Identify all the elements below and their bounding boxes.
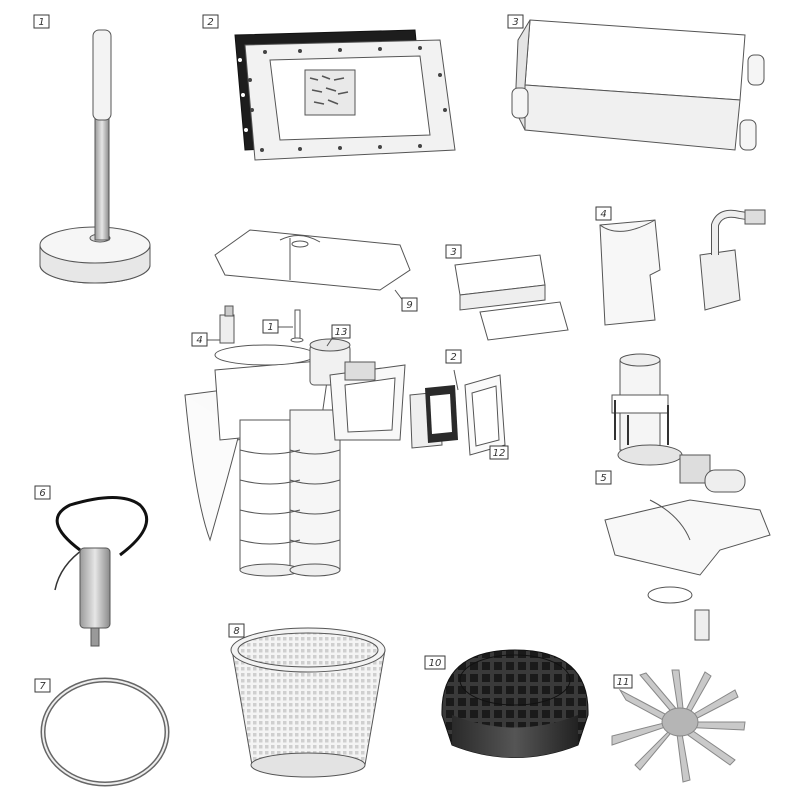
part-11-impeller-image	[611, 669, 746, 783]
svg-text:8: 8	[233, 626, 239, 637]
callout-2: 2	[445, 349, 462, 364]
label-10: 10	[424, 655, 446, 670]
part-7-oring-image	[40, 677, 170, 787]
label-11: 11	[613, 674, 633, 689]
label-6: 6	[34, 485, 51, 500]
label-2: 2	[202, 14, 219, 29]
part-6-capacitor-image	[54, 496, 149, 647]
svg-text:9: 9	[406, 300, 412, 311]
part-5-mount-image	[604, 353, 771, 641]
label-7: 7	[34, 678, 51, 693]
part-10-cage-image	[441, 649, 589, 758]
svg-text:2: 2	[450, 352, 456, 363]
part-1-float-image	[39, 29, 151, 284]
callout-3: 3	[445, 244, 462, 259]
label-3: 3	[507, 14, 524, 29]
svg-text:2: 2	[207, 17, 213, 28]
svg-text:10: 10	[429, 658, 442, 669]
svg-text:6: 6	[39, 488, 45, 499]
svg-text:5: 5	[600, 473, 606, 484]
svg-text:11: 11	[617, 677, 630, 688]
svg-text:3: 3	[512, 17, 518, 28]
svg-text:4: 4	[196, 335, 202, 346]
callout-9: 9	[401, 297, 418, 312]
skimmer-assembly-image	[184, 229, 569, 577]
part-2-gasket-image	[234, 29, 456, 161]
svg-text:1: 1	[267, 322, 273, 333]
svg-text:1: 1	[38, 17, 44, 28]
part-8-basket-image	[230, 627, 386, 778]
svg-text:12: 12	[493, 448, 506, 459]
svg-text:7: 7	[39, 681, 46, 692]
callout-4: 4	[191, 332, 208, 347]
callout-12: 12	[489, 445, 509, 460]
label-8: 8	[228, 623, 245, 638]
label-4: 4	[595, 206, 612, 221]
label-5: 5	[595, 470, 612, 485]
svg-text:4: 4	[600, 209, 606, 220]
svg-text:13: 13	[335, 327, 348, 338]
svg-text:3: 3	[450, 247, 456, 258]
label-1: 1	[33, 14, 50, 29]
part-3-box-image	[511, 19, 765, 151]
part-4-sleeve-image	[599, 209, 766, 326]
callout-1: 1	[262, 319, 279, 334]
callout-13: 13	[331, 324, 351, 339]
